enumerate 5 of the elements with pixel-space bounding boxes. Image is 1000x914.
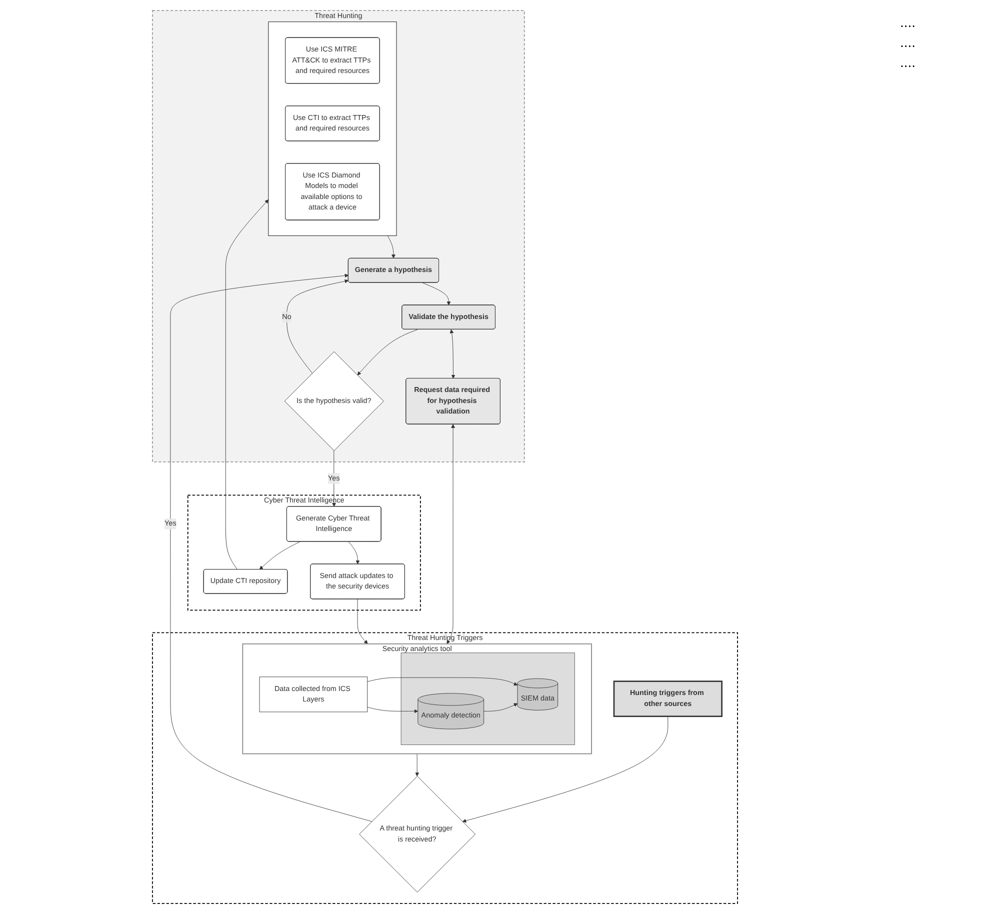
cluster (400, 652, 575, 745)
note-text: .... (900, 34, 917, 50)
note-text: .... (900, 14, 917, 30)
cluster (268, 22, 397, 236)
note-text: .... (900, 54, 917, 70)
